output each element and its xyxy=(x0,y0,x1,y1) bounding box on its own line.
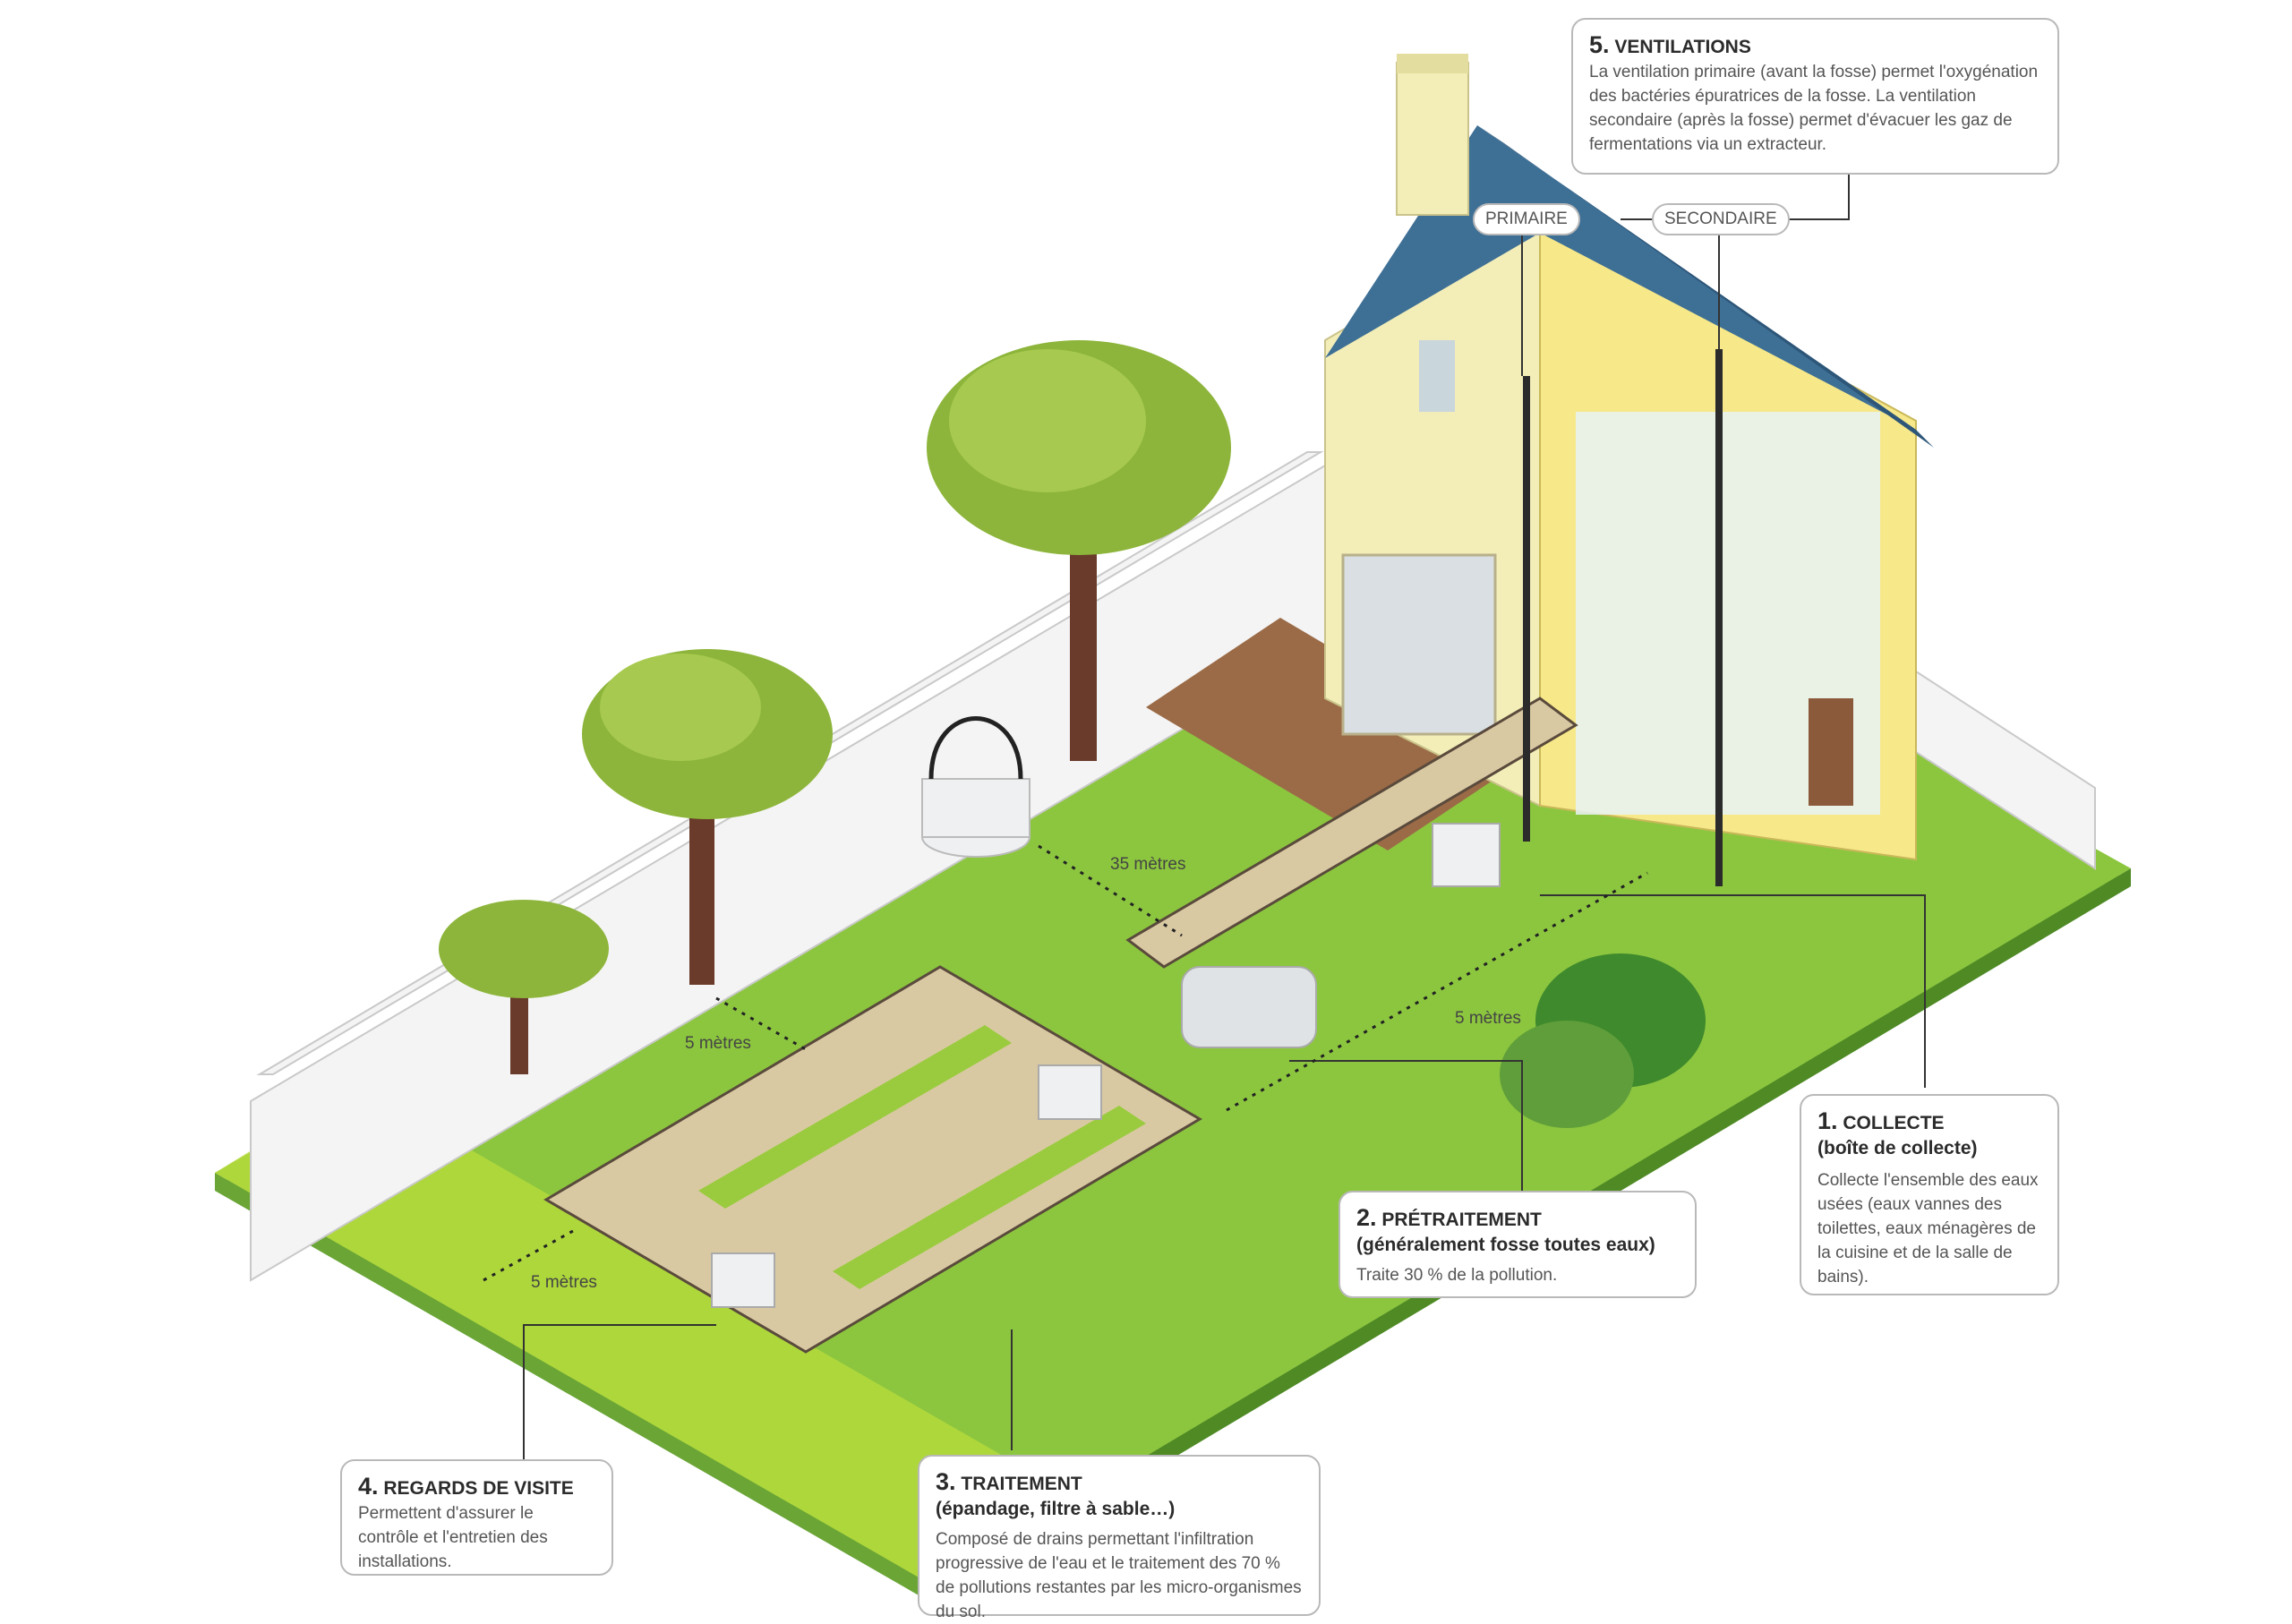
leader-lines xyxy=(523,170,1926,1459)
callout-title: TRAITEMENT xyxy=(961,1474,1082,1494)
callout-subtitle: (boîte de collecte) xyxy=(1817,1138,1978,1158)
distance-tree-label: 5 mètres xyxy=(685,1034,751,1053)
callout-title: COLLECTE xyxy=(1843,1113,1945,1133)
callout-title: PRÉTRAITEMENT xyxy=(1381,1209,1542,1230)
callout-number: 1. xyxy=(1817,1107,1838,1134)
tree-medium xyxy=(582,649,833,985)
house xyxy=(1324,54,1934,861)
callout-number: 2. xyxy=(1356,1204,1377,1231)
callout-body: Composé de drains permettant l'infiltrat… xyxy=(936,1530,1302,1621)
callout-body: Permettent d'assurer le contrôle et l'en… xyxy=(358,1504,548,1571)
callout-body: Collecte l'ensemble des eaux usées (eaux… xyxy=(1817,1171,2039,1286)
tree-large xyxy=(927,340,1231,761)
distance-house-label: 5 mètres xyxy=(1455,1009,1521,1028)
distance-well-label: 35 mètres xyxy=(1110,855,1186,874)
callout-pretraitement: 2. PRÉTRAITEMENT (généralement fosse tou… xyxy=(1338,1191,1697,1298)
callout-subtitle: (épandage, filtre à sable…) xyxy=(936,1499,1176,1519)
callout-number: 3. xyxy=(936,1468,956,1495)
well xyxy=(921,716,1031,858)
callout-body: Traite 30 % de la pollution. xyxy=(1356,1266,1558,1285)
callout-collecte: 1. COLLECTE (boîte de collecte) Collecte… xyxy=(1800,1094,2059,1295)
callout-title: VENTILATIONS xyxy=(1614,37,1751,57)
distance-lines xyxy=(483,844,1648,1282)
tree-small xyxy=(439,900,609,1074)
distance-fence-label: 5 mètres xyxy=(531,1273,597,1292)
bushes xyxy=(1500,953,1706,1128)
callout-regards: 4. REGARDS DE VISITE Permettent d'assure… xyxy=(340,1459,613,1576)
vent-secondaire-label: SECONDAIRE xyxy=(1652,203,1790,235)
callout-traitement: 3. TRAITEMENT (épandage, filtre à sable…… xyxy=(918,1455,1321,1621)
callout-body: La ventilation primaire (avant la fosse)… xyxy=(1589,63,2039,154)
ventilation-pipes xyxy=(1523,349,1723,886)
callout-title: REGARDS DE VISITE xyxy=(383,1478,574,1499)
treatment-trench xyxy=(543,697,1578,1354)
callout-number: 5. xyxy=(1589,31,1610,58)
callout-ventilations: 5. VENTILATIONS La ventilation primaire … xyxy=(1571,18,2059,175)
vent-primaire-label: PRIMAIRE xyxy=(1473,203,1580,235)
callout-number: 4. xyxy=(358,1473,379,1500)
callout-subtitle: (généralement fosse toutes eaux) xyxy=(1356,1235,1655,1255)
